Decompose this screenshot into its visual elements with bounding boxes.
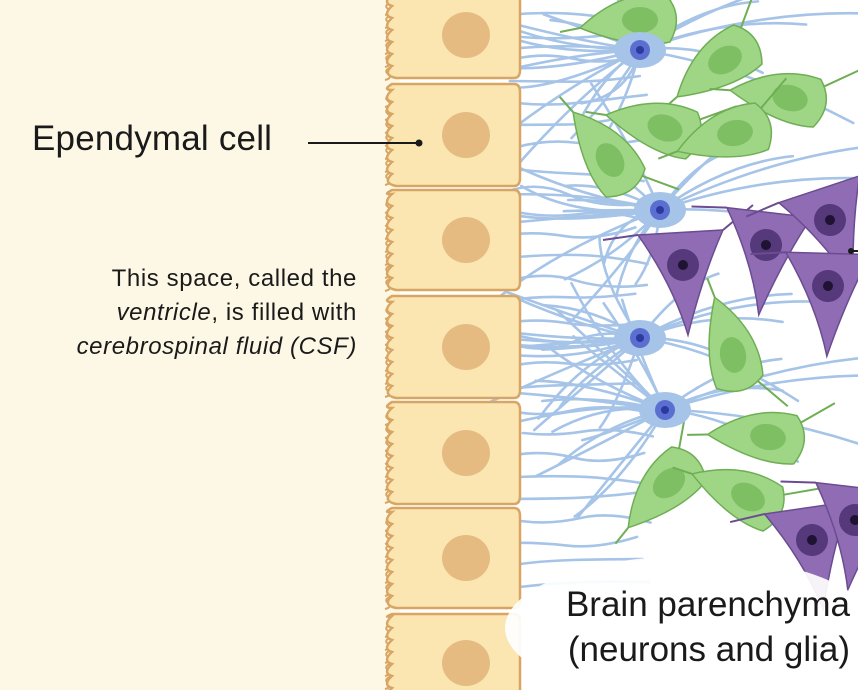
parenchyma-line-1: Brain parenchyma	[565, 585, 850, 624]
glial-cell	[614, 409, 707, 545]
neuron-dendrite	[750, 231, 858, 256]
ventricle-line-2: ventricle, is filled with	[0, 296, 357, 330]
astrocyte-process	[509, 406, 643, 416]
glial-cell	[558, 96, 680, 198]
astrocyte-cells	[614, 32, 691, 428]
glial-cell	[687, 402, 836, 465]
astrocyte-process	[516, 253, 649, 266]
glial-process	[706, 277, 789, 408]
ventricle-term: ventricle	[116, 299, 212, 326]
ventricle-space	[0, 0, 400, 690]
ventricle-line-2-rest: , is filled with	[211, 299, 357, 326]
neuron-body	[725, 206, 813, 318]
astrocyte-process	[504, 226, 637, 239]
astrocyte-process	[507, 185, 640, 207]
glial-process	[558, 96, 680, 191]
ependymal-nucleus	[442, 430, 490, 476]
ventricle-line-1: This space, called the	[111, 265, 357, 292]
neuron-nucleolus	[825, 215, 835, 225]
glial-nucleus	[652, 467, 686, 499]
astrocyte-process	[505, 491, 639, 501]
astrocyte-process	[521, 428, 655, 438]
csf-term-text: cerebrospinal fluid (CSF)	[76, 333, 357, 360]
neuron	[780, 472, 858, 593]
neuron-pointer	[848, 248, 858, 254]
glial-cell	[657, 77, 788, 160]
neuron-body	[784, 251, 858, 359]
csf-term: cerebrospinal fluid (CSF)	[0, 330, 357, 364]
glial-nucleus	[772, 84, 808, 112]
astrocyte-nucleolus	[661, 406, 669, 414]
glial-process	[672, 466, 823, 496]
neuron-dendrite	[745, 143, 858, 218]
neuron	[750, 231, 858, 359]
ependymal-pointer	[308, 139, 423, 147]
astrocyte-process	[504, 319, 638, 327]
glial-process	[559, 0, 672, 33]
ependymal-pointer-dot	[415, 139, 423, 147]
astrocyte-process	[505, 358, 638, 369]
glial-cell	[709, 69, 858, 128]
astrocyte	[614, 32, 666, 68]
neuron-pointer-dot	[848, 248, 854, 254]
astrocyte-process	[658, 146, 858, 212]
label-backdrop	[505, 556, 858, 690]
astrocyte-process	[516, 474, 649, 486]
neuron-nucleolus	[823, 281, 833, 291]
astrocyte-nucleolus	[636, 46, 644, 54]
astrocyte-process	[658, 176, 858, 212]
astrocyte-process	[515, 93, 649, 106]
astrocyte-process	[520, 211, 654, 224]
ependymal-nucleus	[442, 112, 490, 158]
ventricle-description: This space, called the ventricle, is fil…	[0, 262, 357, 364]
glial-process	[657, 77, 788, 160]
neuron-nucleolus	[761, 240, 771, 250]
glial-nucleus	[647, 114, 683, 142]
astrocyte-process	[663, 374, 858, 412]
ependymal-nucleus	[442, 640, 490, 686]
glial-nucleus	[708, 45, 742, 75]
astrocyte	[614, 320, 666, 356]
neuron-body	[814, 481, 858, 593]
ependymal-nucleus	[442, 535, 490, 581]
glial-nucleus	[595, 143, 625, 177]
neuron-dendrite	[780, 472, 858, 494]
astrocyte-process	[511, 557, 645, 567]
ependymal-nucleus	[442, 324, 490, 370]
parenchyma-line-2: (neurons and glia)	[567, 630, 850, 669]
glial-nucleus	[750, 423, 786, 451]
astrocyte-process	[508, 74, 642, 83]
glial-nucleus	[731, 482, 765, 512]
neuron-nucleolus	[678, 260, 688, 270]
astrocyte-process	[515, 274, 649, 288]
ependymal-cell-label: Ependymal cell	[32, 119, 273, 158]
astrocyte-process	[512, 451, 646, 463]
ependymal-nucleus	[442, 217, 490, 263]
glial-nucleus	[717, 119, 753, 147]
ependymal-layer	[385, 0, 522, 690]
astrocyte-process	[503, 292, 637, 303]
glial-process	[687, 402, 836, 436]
neuron-nucleolus	[807, 535, 817, 545]
astrocyte-nucleolus	[656, 206, 664, 214]
astrocyte-process	[638, 48, 855, 125]
astrocyte	[634, 192, 686, 228]
astrocyte	[639, 392, 691, 428]
glial-nucleus	[719, 337, 747, 373]
ependymal-nucleus	[442, 12, 490, 58]
parenchyma-label: Brain parenchyma (neurons and glia)	[520, 582, 850, 672]
glial-process	[709, 69, 858, 92]
astrocyte-process	[505, 381, 639, 391]
glial-nucleus	[622, 7, 658, 33]
neuron-body	[636, 229, 725, 338]
glial-cell	[706, 277, 789, 408]
neuron	[602, 204, 754, 338]
astrocyte-nucleolus	[636, 334, 644, 342]
glial-cell	[559, 0, 678, 45]
